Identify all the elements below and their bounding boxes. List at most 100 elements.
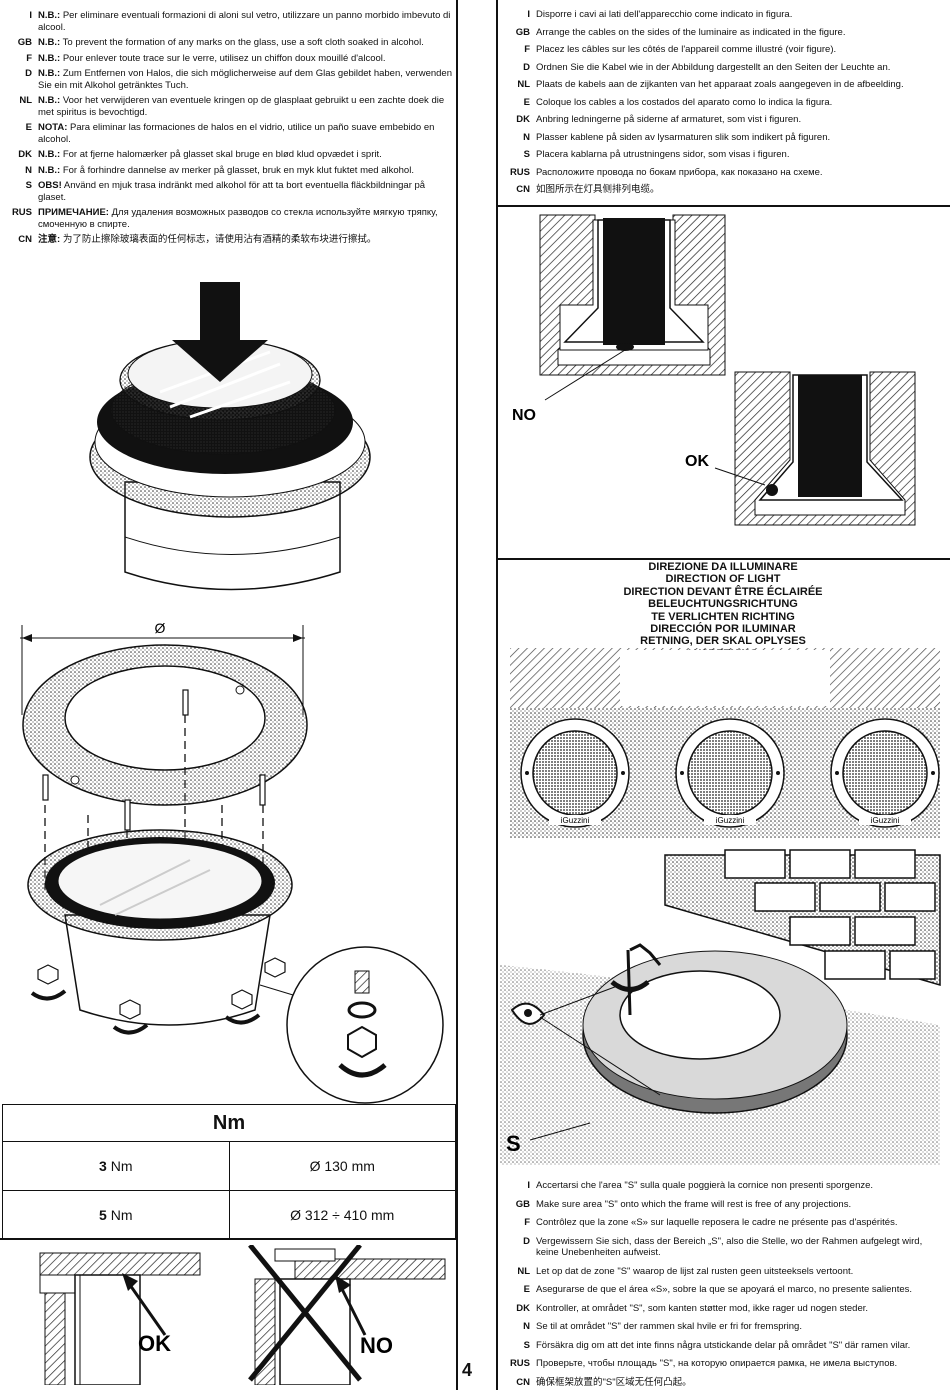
s-label: S <box>506 1131 521 1156</box>
note-text: Ordnen Sie die Kabel wie in der Abbildun… <box>536 61 891 73</box>
language-text: Försäkra dig om att det inte finns några… <box>536 1340 944 1352</box>
language-text: Kontroller, at området "S", som kanten s… <box>536 1303 944 1315</box>
note-text: For å forhindre dannelse av merker på gl… <box>62 164 414 176</box>
language-text: NOTA: Para eliminar las formaciones de h… <box>38 122 452 145</box>
direction-title-line: DIRECTION OF LIGHT <box>665 573 781 586</box>
language-text: N.B.: For at fjerne halomærker på glasse… <box>38 149 452 161</box>
torque-unit: Nm <box>110 1207 133 1223</box>
note-label: NOTA: <box>38 122 68 133</box>
note-label: N.B.: <box>38 95 61 106</box>
diameter-range: Ø 130 mm <box>228 1141 456 1191</box>
language-text: OBS! Använd en mjuk trasa indränkt med a… <box>38 180 452 203</box>
note-text: Voor het verwijderen van eventuele kring… <box>38 95 445 118</box>
language-code: D <box>25 68 32 79</box>
language-code: DK <box>516 1302 530 1314</box>
note-text: Se til at området "S" der rammen skal hv… <box>536 1321 802 1332</box>
language-code: N <box>25 164 32 176</box>
note-text: Let op dat de zone "S" waarop de lijst z… <box>536 1265 854 1277</box>
note-text: Vergewissern Sie sich, dass der Bereich … <box>536 1235 923 1259</box>
language-note: DK N.B.: For at fjerne halomærker på glas… <box>2 149 452 161</box>
language-text: N.B.: Voor het verwijderen van eventuele… <box>38 95 452 118</box>
language-note: F Placez les câbles sur les côtés de l'ap… <box>500 44 944 56</box>
torque-value: 5 <box>99 1207 107 1223</box>
ok-label-cable: OK <box>685 453 709 470</box>
language-text: N.B.: Zum Entfernen von Halos, die sich … <box>38 68 452 91</box>
language-text: Plasser kablene på siden av lysarmaturen… <box>536 132 944 144</box>
language-code: E <box>523 1284 530 1295</box>
language-code: GB <box>17 37 32 48</box>
torque-unit: Nm <box>110 1158 133 1174</box>
note-text: 确保框架放置的"S"区域无任何凸起。 <box>536 1376 692 1388</box>
fixture-front-2: iGuzzini <box>675 718 785 828</box>
note-text: 如图所示在灯具侧排列电缆。 <box>536 184 660 195</box>
language-code: DK <box>18 149 32 160</box>
language-note: D Ordnen Sie die Kabel wie in der Abbildu… <box>500 62 944 74</box>
diameter-range: Ø 312 ÷ 410 mm <box>228 1190 456 1240</box>
direction-title-line: TE VERLICHTEN RICHTING <box>651 610 795 623</box>
note-text: 为了防止擦除玻璃表面的任何标志，请使用沾有酒精的柔软布块进行擦拭。 <box>62 234 377 245</box>
language-code: I <box>527 9 530 20</box>
left-column-frame <box>0 0 458 1390</box>
language-note: N Se til at området "S" der rammen skal h… <box>500 1321 944 1333</box>
cable-section <box>496 205 950 560</box>
note-label: N.B.: <box>38 68 61 79</box>
language-text: ПРИМЕЧАНИЕ: Для удаления возможных разво… <box>38 207 452 230</box>
language-text: Проверьте, чтобы площадь "S", на которую… <box>536 1358 944 1370</box>
language-text: Let op dat de zone "S" waarop de lijst z… <box>536 1266 944 1278</box>
language-code: F <box>524 44 530 55</box>
language-text: Disporre i cavi ai lati dell'apparecchio… <box>536 9 944 21</box>
note-text: Försäkra dig om att det inte finns några… <box>536 1339 911 1351</box>
note-text: Coloque los cables a los costados del ap… <box>536 96 833 108</box>
language-code: RUS <box>11 207 32 218</box>
language-code: D <box>523 61 530 73</box>
language-code: N <box>523 1321 530 1332</box>
exploded-frame-figure: Ø <box>20 620 444 1104</box>
note-text: Pour enlever toute trace sur le verre, u… <box>62 52 386 64</box>
note-label: N.B.: <box>38 37 61 48</box>
luminaire-cleaning-figure <box>89 282 371 591</box>
note-text: Para eliminar las formaciones de halos e… <box>38 122 435 145</box>
flange-no-figure: NO <box>248 1245 446 1385</box>
note-label: N.B.: <box>38 10 61 21</box>
note-text: Plasser kablene på siden av lysarmaturen… <box>536 131 831 143</box>
note-text: Placez les câbles sur les côtés de l'app… <box>536 44 837 55</box>
language-note: GB N.B.: To prevent the formation of any … <box>2 37 452 49</box>
direction-title-line: DIRECCIÓN POR ILUMINAR <box>650 623 796 636</box>
area-s-figure: S <box>500 849 941 1165</box>
diameter-label: Ø <box>155 620 166 636</box>
note-label: N.B.: <box>38 149 61 160</box>
note-text: To prevent the formation of any marks on… <box>62 37 424 48</box>
note-text: Asegurarse de que el área «S», sobre la … <box>536 1284 913 1295</box>
language-text: Anbring ledningerne på siderne af armatu… <box>536 114 944 126</box>
language-code: F <box>26 52 32 64</box>
page-number: 4 <box>462 1360 473 1380</box>
direction-title-line: DIREZIONE DA ILLUMINARE <box>648 561 798 573</box>
note-text: Проверьте, чтобы площадь "S", на которую… <box>536 1358 898 1369</box>
language-note: I Disporre i cavi ai lati dell'apparecchi… <box>500 9 944 21</box>
direction-title-line: BELEUCHTUNGSRICHTUNG <box>648 598 798 611</box>
language-text: Placera kablarna på utrustningens sidor,… <box>536 149 944 161</box>
language-text: Ordnen Sie die Kabel wie in der Abbildun… <box>536 62 944 74</box>
language-text: N.B.: For å forhindre dannelse av merker… <box>38 165 452 177</box>
fixture-front-1: iGuzzini <box>520 718 630 828</box>
note-text: Kontroller, at området "S", som kanten s… <box>536 1302 869 1314</box>
language-text: Accertarsi che l'area "S" sulla quale po… <box>536 1180 944 1192</box>
language-text: Se til at området "S" der rammen skal hv… <box>536 1321 944 1333</box>
brand-label: iGuzzini <box>561 816 590 825</box>
language-text: N.B.: To prevent the formation of any ma… <box>38 37 452 49</box>
fixture-front-3: iGuzzini <box>830 718 940 828</box>
ok-label: OK <box>138 1331 171 1356</box>
language-code: RUS <box>509 166 530 178</box>
